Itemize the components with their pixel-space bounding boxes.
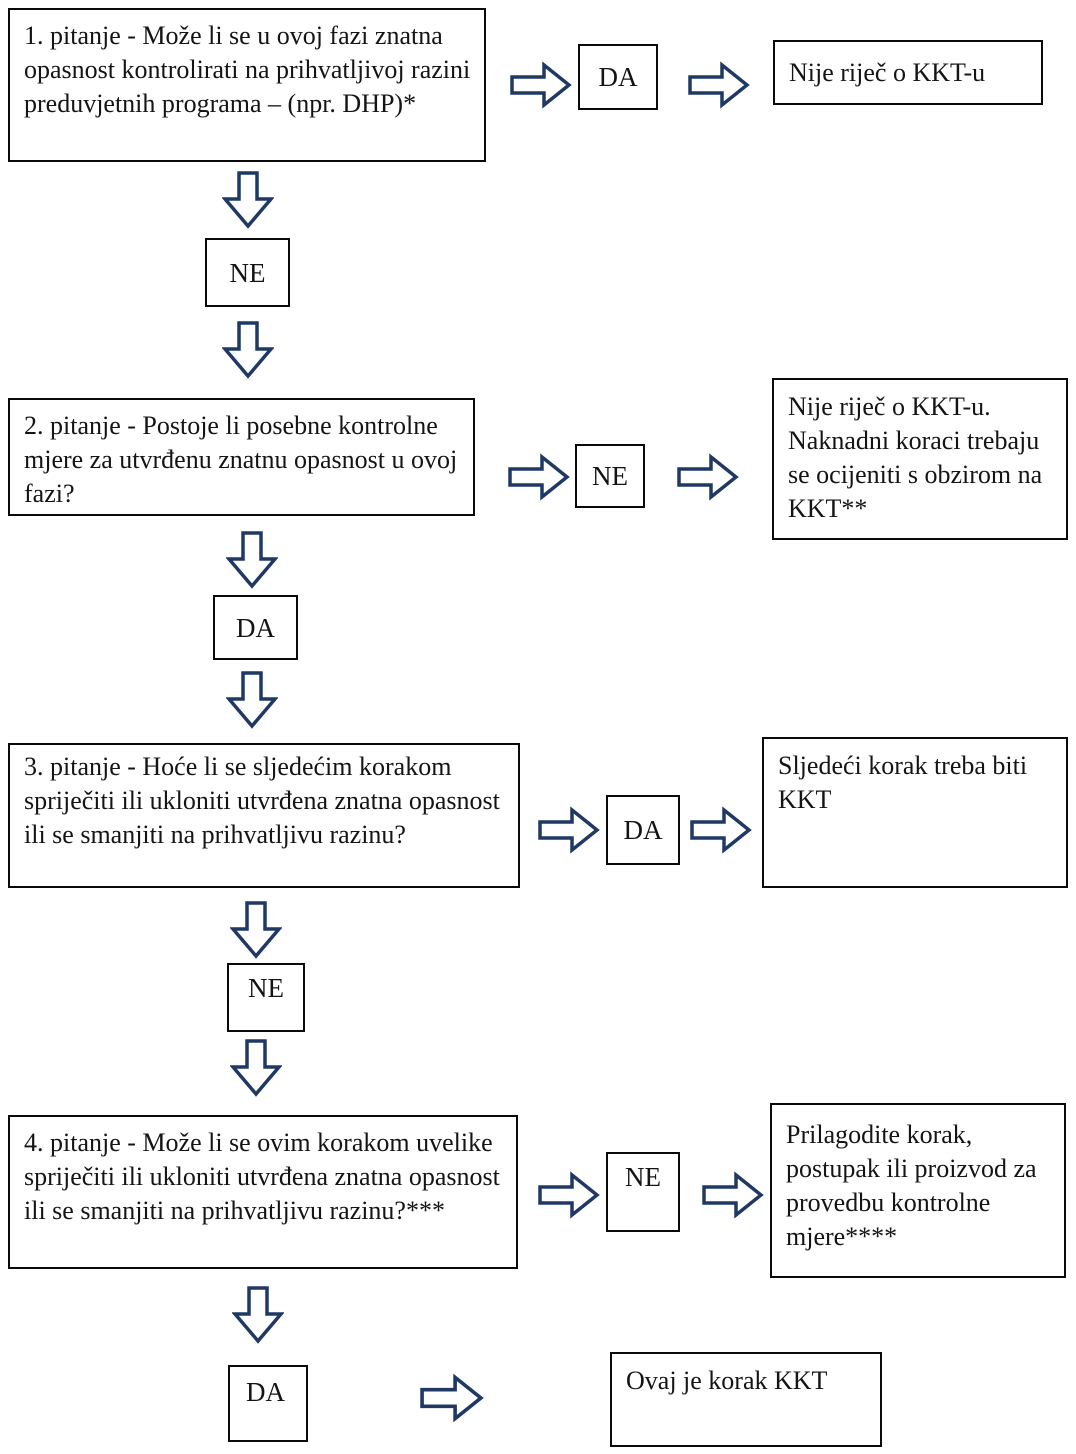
q1-answer-da-box: DA: [578, 44, 658, 110]
q4-result-box: Prilagodite korak, postupak ili proizvod…: [770, 1103, 1066, 1278]
arrow-down-icon: [230, 1039, 282, 1097]
arrow-right-icon: [538, 805, 600, 855]
question-1-text: 1. pitanje - Može li se u ovoj fazi znat…: [24, 21, 471, 118]
connector-1-ne-label: NE: [229, 257, 266, 288]
q4-result-text: Prilagodite korak, postupak ili proizvod…: [786, 1120, 1037, 1251]
question-2-text: 2. pitanje - Postoje li posebne kontroln…: [24, 411, 458, 508]
final-result-box: Ovaj je korak KKT: [610, 1352, 882, 1447]
connector-2-da-box: DA: [213, 595, 298, 660]
q2-result-box: Nije riječ o KKT-u. Naknadni koraci treb…: [772, 378, 1068, 540]
q1-answer-da-label: DA: [598, 62, 638, 92]
arrow-right-icon: [510, 60, 572, 110]
q3-result-box: Sljedeći korak treba biti KKT: [762, 737, 1068, 888]
arrow-down-icon: [222, 171, 274, 229]
q3-result-text: Sljedeći korak treba biti KKT: [778, 751, 1028, 814]
arrow-down-icon: [232, 1286, 284, 1344]
arrow-right-icon: [677, 452, 739, 502]
final-result-text: Ovaj je korak KKT: [626, 1366, 828, 1395]
final-answer-da-box: DA: [228, 1365, 308, 1442]
question-4-text: 4. pitanje - Može li se ovim korakom uve…: [24, 1128, 500, 1225]
arrow-right-icon: [420, 1372, 484, 1424]
q4-answer-ne-label: NE: [625, 1162, 661, 1192]
arrow-right-icon: [702, 1170, 764, 1220]
question-3-text: 3. pitanje - Hoće li se sljedećim korako…: [24, 752, 500, 849]
arrow-down-icon: [226, 531, 278, 589]
q1-result-text: Nije riječ o KKT-u: [789, 57, 986, 87]
question-3-box: 3. pitanje - Hoće li se sljedećim korako…: [8, 743, 520, 888]
q3-answer-da-label: DA: [623, 815, 663, 845]
question-4-box: 4. pitanje - Može li se ovim korakom uve…: [8, 1115, 518, 1269]
connector-2-da-label: DA: [236, 612, 275, 643]
final-answer-da-label: DA: [246, 1377, 285, 1407]
q2-result-text: Nije riječ o KKT-u. Naknadni koraci treb…: [788, 392, 1043, 523]
q2-answer-ne-box: NE: [575, 444, 645, 508]
connector-1-ne-box: NE: [205, 238, 290, 307]
arrow-down-icon: [222, 321, 274, 379]
q4-answer-ne-box: NE: [606, 1152, 680, 1232]
arrow-down-icon: [230, 901, 282, 959]
arrow-right-icon: [508, 452, 570, 502]
arrow-down-icon: [226, 671, 278, 729]
arrow-right-icon: [688, 60, 750, 110]
q3-answer-da-box: DA: [606, 795, 680, 865]
question-1-box: 1. pitanje - Može li se u ovoj fazi znat…: [8, 8, 486, 162]
arrow-right-icon: [538, 1170, 600, 1220]
connector-3-ne-box: NE: [227, 963, 305, 1032]
question-2-box: 2. pitanje - Postoje li posebne kontroln…: [8, 398, 475, 516]
q2-answer-ne-label: NE: [592, 461, 628, 491]
q1-result-box: Nije riječ o KKT-u: [773, 40, 1043, 105]
connector-3-ne-label: NE: [248, 973, 284, 1003]
arrow-right-icon: [690, 805, 752, 855]
